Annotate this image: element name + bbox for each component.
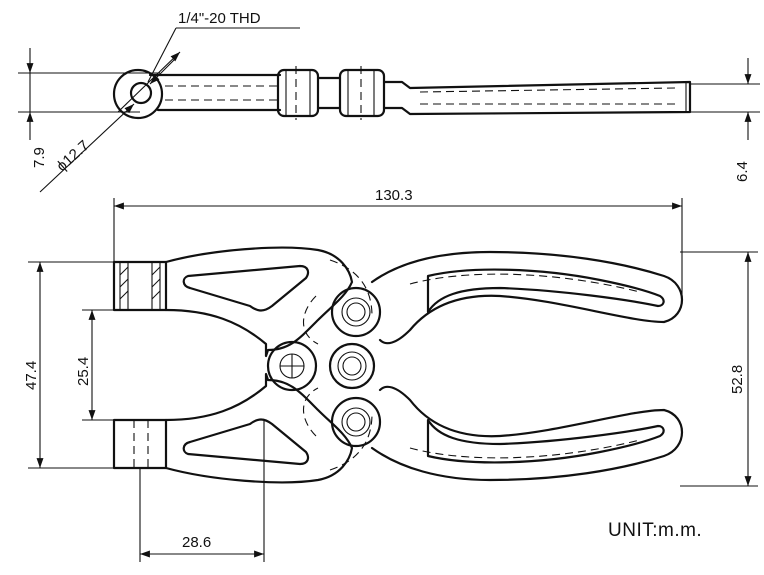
upper-jaw-tip xyxy=(112,260,168,312)
hole-diameter-label: ϕ12.7 xyxy=(53,137,92,175)
left-pivot-pin xyxy=(266,340,318,392)
lower-jaw-tip xyxy=(112,418,168,470)
upper-handle xyxy=(370,250,684,345)
jaw-opening-label: 25.4 xyxy=(75,357,92,386)
upper-jaw-arm xyxy=(164,246,354,358)
handle-spread-label: 52.8 xyxy=(729,365,746,394)
side-view-jaw-arm xyxy=(148,73,282,112)
jaw-length-label: 28.6 xyxy=(182,534,211,551)
side-view-eye xyxy=(112,68,164,120)
top-view: 130.3 47.4 25.4 52.8 28.6 xyxy=(23,187,758,562)
side-height-right-label: 6.4 xyxy=(734,161,751,182)
lower-handle-groove xyxy=(426,418,665,464)
lower-pivot-pin xyxy=(330,396,382,448)
lower-jaw-arm xyxy=(164,372,354,484)
lower-jaw-window xyxy=(182,418,310,466)
thread-callout-label: 1/4"-20 THD xyxy=(178,10,261,27)
upper-pivot-pin xyxy=(330,286,382,338)
side-view-handle xyxy=(382,80,692,116)
upper-handle-groove xyxy=(426,268,665,314)
unit-label: UNIT:m.m. xyxy=(608,520,702,541)
side-height-left-label: 7.9 xyxy=(31,147,48,168)
threaded-hole xyxy=(129,81,153,105)
center-pivot-pin xyxy=(328,342,376,390)
pivot-housing xyxy=(329,259,373,471)
side-view: 1/4"-20 THD ϕ12.7 7.9 6.4 xyxy=(18,10,760,193)
side-view-pivot-right xyxy=(338,66,386,120)
overall-length-label: 130.3 xyxy=(375,187,413,204)
upper-jaw-window xyxy=(182,264,310,312)
lower-handle xyxy=(370,385,684,482)
side-view-pivot-left xyxy=(276,66,320,120)
jaw-outer-height-label: 47.4 xyxy=(23,361,40,390)
